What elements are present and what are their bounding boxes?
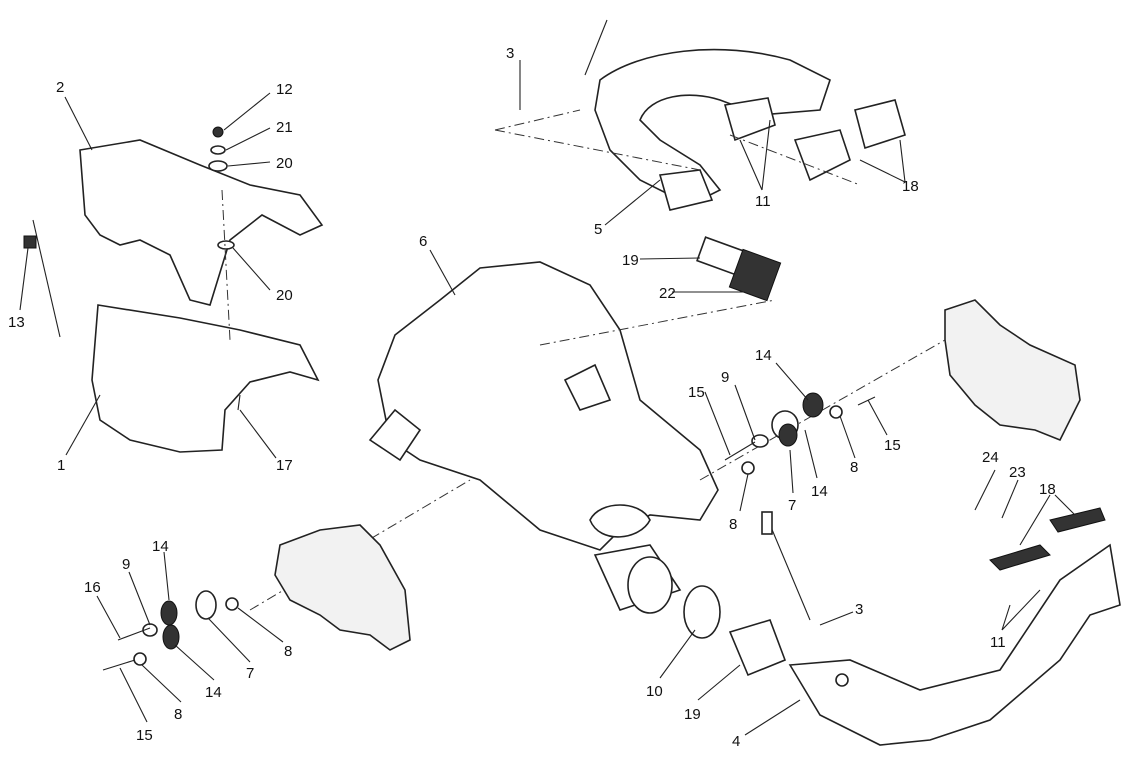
callout-5: 5 — [594, 221, 602, 238]
callout-14: 14 — [152, 538, 169, 555]
callout-8: 8 — [729, 516, 737, 533]
callout-18: 18 — [902, 178, 919, 195]
header-upper — [594, 48, 831, 206]
callout-23: 23 — [1009, 464, 1026, 481]
callout-9: 9 — [721, 369, 729, 386]
callout-4: 4 — [732, 733, 740, 750]
callout-6: 6 — [419, 233, 427, 250]
heat-shield-lower — [91, 304, 320, 453]
clamp — [683, 585, 721, 639]
callout-15: 15 — [884, 437, 901, 454]
callout-8: 8 — [174, 706, 182, 723]
callout-18: 18 — [1039, 481, 1056, 498]
callout-9: 9 — [122, 556, 130, 573]
bracket-right — [944, 299, 1081, 442]
callout-20: 20 — [276, 155, 293, 172]
callout-7: 7 — [788, 497, 796, 514]
callout-2: 2 — [56, 79, 64, 96]
callout-11: 11 — [990, 634, 1006, 651]
callout-7: 7 — [246, 665, 254, 682]
callout-10: 10 — [646, 683, 663, 700]
header-lower — [788, 543, 1121, 746]
muffler — [377, 261, 719, 551]
callout-20: 20 — [276, 287, 293, 304]
callout-24: 24 — [982, 449, 999, 466]
heat-shield-upper — [79, 139, 324, 306]
callout-14: 14 — [205, 684, 222, 701]
callout-19: 19 — [684, 706, 701, 723]
callout-16: 16 — [84, 579, 101, 596]
callout-21: 21 — [276, 119, 293, 136]
callout-8: 8 — [850, 459, 858, 476]
callout-12: 12 — [276, 81, 293, 98]
callout-1: 1 — [57, 457, 65, 474]
callout-11: 11 — [755, 193, 771, 210]
callout-3: 3 — [855, 601, 863, 618]
callout-8: 8 — [284, 643, 292, 660]
callout-3: 3 — [506, 45, 514, 62]
cable-tie — [32, 219, 61, 338]
callout-22: 22 — [659, 285, 676, 302]
callout-15: 15 — [136, 727, 153, 744]
callout-13: 13 — [8, 314, 25, 331]
callout-15: 15 — [688, 384, 705, 401]
callout-17: 17 — [276, 457, 293, 474]
callout-14: 14 — [811, 483, 828, 500]
bracket-left — [274, 524, 411, 651]
callout-14: 14 — [755, 347, 772, 364]
callout-19: 19 — [622, 252, 639, 269]
